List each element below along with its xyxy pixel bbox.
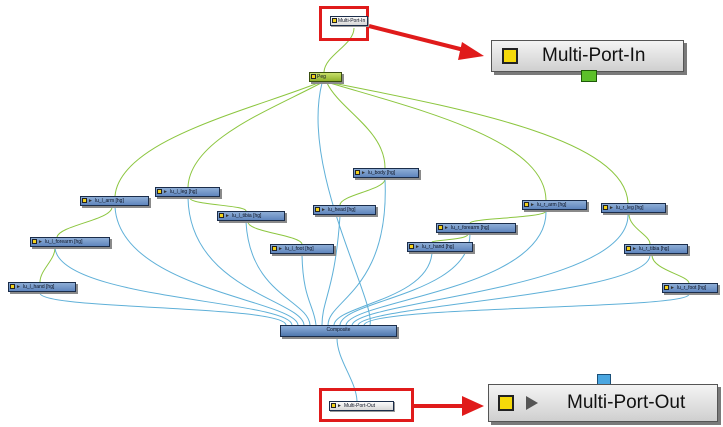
yellow-square-icon (10, 284, 15, 290)
yellow-square-icon (311, 74, 316, 80)
wire-l-leg-tibia (189, 197, 247, 212)
play-icon: ► (609, 205, 614, 211)
play-icon: ► (16, 284, 21, 290)
wire-l-arm-forearm (56, 206, 113, 238)
callout-out-label: Multi-Port-Out (567, 392, 686, 413)
yellow-square-icon (331, 403, 336, 409)
node-l-tibia[interactable]: ►lu_l_tibia [hg] (217, 211, 285, 221)
yellow-square-icon (498, 395, 514, 411)
node-r-arm[interactable]: ►lu_r_arm [hg] (522, 200, 587, 210)
callout-in-label: Multi-Port-In (542, 45, 646, 66)
yellow-square-icon (82, 198, 87, 204)
yellow-square-icon (157, 189, 162, 195)
play-icon: ► (632, 246, 637, 252)
wire-peg-l-leg (187, 82, 322, 188)
node-l-leg[interactable]: ►lu_l_leg [hg] (155, 187, 220, 197)
red-arrows (368, 24, 484, 416)
node-r-foot[interactable]: ►lu_r_foot [hg] (662, 283, 718, 293)
node-l-arm[interactable]: ►lu_l_arm [hg] (80, 196, 149, 206)
play-icon: ► (530, 202, 535, 208)
node-head[interactable]: ►lu_head [hg] (313, 205, 376, 215)
yellow-square-icon (409, 244, 414, 250)
composite-node[interactable]: Composite (280, 325, 397, 337)
wire-composite-out (336, 337, 358, 402)
node-l-foot[interactable]: ►lu_l_foot [hg] (270, 244, 334, 254)
yellow-square-icon (626, 246, 631, 252)
yellow-square-icon (355, 170, 360, 176)
yellow-square-icon (524, 202, 529, 208)
highlight-multi-port-out (319, 388, 414, 422)
yellow-square-icon (272, 246, 277, 252)
wire-r-leg-tibia (628, 213, 651, 245)
yellow-square-icon (438, 225, 443, 231)
green-port-icon (581, 70, 597, 82)
play-icon: ► (163, 189, 168, 195)
peg-node[interactable]: Peg (309, 72, 342, 82)
callout-multi-port-out: Multi-Port-Out (488, 384, 718, 422)
play-icon: ► (88, 198, 93, 204)
wire-peg-body (326, 82, 386, 169)
play-icon: ► (415, 244, 420, 250)
callout-multi-port-in: Multi-Port-In (491, 40, 684, 72)
node-r-hand[interactable]: ►lu_r_hand [hg] (407, 242, 473, 252)
wire-peg-r-leg (332, 82, 629, 204)
wire-r-tibia-foot (651, 254, 690, 284)
yellow-square-icon (315, 207, 320, 213)
play-icon: ► (670, 285, 675, 291)
yellow-square-icon (32, 239, 37, 245)
node-body[interactable]: ►lu_body [hg] (353, 168, 419, 178)
wire-in-peg (323, 27, 355, 73)
multi-port-out-node[interactable]: ►Multi-Port-Out (329, 401, 394, 411)
yellow-square-icon (664, 285, 669, 291)
play-icon: ► (337, 403, 342, 409)
wire-r-arm-forearm (469, 210, 547, 224)
wire-peg-l-arm (114, 82, 319, 197)
play-icon: ► (225, 213, 230, 219)
wire-peg-r-arm (329, 82, 547, 201)
yellow-square-icon (502, 48, 518, 64)
wire-body-head (339, 178, 386, 206)
node-r-forearm[interactable]: ►lu_r_forearm [hg] (436, 223, 516, 233)
play-icon: ► (444, 225, 449, 231)
yellow-square-icon (603, 205, 608, 211)
play-icon: ► (361, 170, 366, 176)
yellow-square-icon (219, 213, 224, 219)
wire-l-tibia-foot (247, 221, 303, 245)
play-icon: ► (321, 207, 326, 213)
wire-l-forearm-hand (39, 247, 56, 283)
multi-port-in-node[interactable]: Multi-Port-In (330, 16, 368, 26)
play-triangle-icon (526, 396, 538, 410)
node-l-forearm[interactable]: ►lu_l_forearm [hg] (30, 237, 110, 247)
node-r-tibia[interactable]: ►lu_r_tibia [hg] (624, 244, 688, 254)
node-r-leg[interactable]: ►lu_r_leg [hg] (601, 203, 666, 213)
yellow-square-icon (332, 18, 337, 24)
node-l-hand[interactable]: ►lu_l_hand [hg] (8, 282, 76, 292)
wire-r-forearm-hand (431, 233, 469, 243)
play-icon: ► (278, 246, 283, 252)
play-icon: ► (38, 239, 43, 245)
